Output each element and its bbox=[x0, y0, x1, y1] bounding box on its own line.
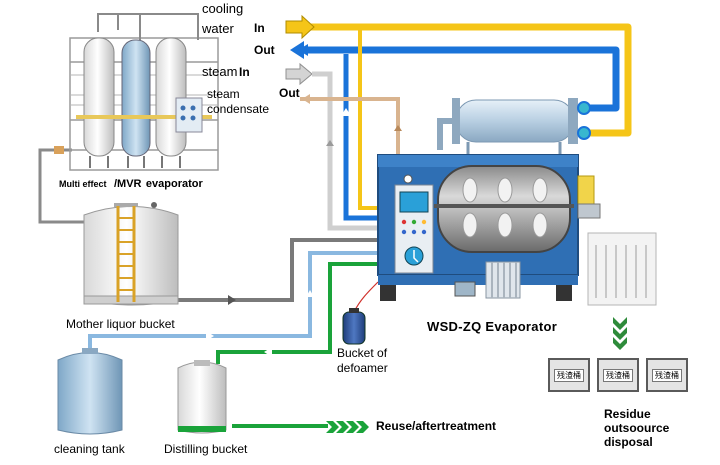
label-reuse: Reuse/aftertreatment bbox=[376, 419, 497, 433]
residue-bin: 残渣桶 bbox=[646, 358, 688, 392]
label-steam-in: In bbox=[239, 65, 250, 79]
wsd-zq-evaporator bbox=[377, 154, 601, 301]
label-evaporator: evaporator bbox=[145, 178, 203, 190]
cooling-out-pipe bbox=[290, 41, 620, 221]
residue-discharge-unit bbox=[587, 232, 657, 306]
mother-liquor-bucket bbox=[83, 202, 179, 306]
label-multi-effect: Multi effect bbox=[59, 179, 107, 189]
reuse-arrow bbox=[232, 421, 369, 433]
steam-in-pipe bbox=[285, 62, 378, 231]
label-cooling-in: In bbox=[254, 21, 265, 35]
label-cleaning-tank: cleaning tank bbox=[54, 442, 125, 456]
residue-bin: 残渣桶 bbox=[548, 358, 590, 392]
distilling-pipe bbox=[216, 262, 378, 364]
label-steam: steam bbox=[202, 64, 238, 79]
label-water: water bbox=[202, 21, 234, 36]
cooling-in-pipe bbox=[285, 14, 632, 137]
cleaning-pipe bbox=[88, 251, 378, 352]
label-distilling-bucket: Distilling bucket bbox=[164, 442, 248, 456]
residue-bin: 残渣桶 bbox=[597, 358, 639, 392]
label-residue-2: outsoource bbox=[604, 421, 670, 435]
label-steam-condensate-1: steam bbox=[207, 87, 240, 101]
label-steam-out: Out bbox=[279, 86, 300, 100]
residue-bin-label: 残渣桶 bbox=[652, 368, 682, 382]
label-defoamer-1: Bucket of bbox=[337, 346, 388, 360]
residue-down-arrow bbox=[613, 317, 627, 350]
mvr-evaporator-unit bbox=[54, 13, 219, 171]
label-mvr-evaporator: Multi effect /MVR evaporator bbox=[59, 174, 203, 192]
defoamer-bucket bbox=[342, 308, 366, 345]
mother-to-evaporator-pipe bbox=[178, 238, 378, 305]
radiator bbox=[485, 261, 521, 299]
label-defoamer-2: defoamer bbox=[337, 361, 388, 375]
steam-out-pipe bbox=[300, 94, 402, 160]
cleaning-tank bbox=[57, 348, 123, 435]
label-cooling-out: Out bbox=[254, 43, 275, 57]
residue-bin-label: 残渣桶 bbox=[554, 368, 584, 382]
label-residue-3: disposal bbox=[604, 435, 653, 449]
label-wsd-zq-evaporator: WSD-ZQ Evaporator bbox=[427, 319, 558, 334]
label-mother-liquor-bucket: Mother liquor bucket bbox=[66, 317, 175, 331]
label-cooling: cooling bbox=[202, 1, 244, 16]
label-steam-condensate-2: condensate bbox=[207, 102, 270, 116]
label-mvr: /MVR bbox=[113, 178, 142, 190]
condenser bbox=[437, 98, 591, 158]
cooling-riser bbox=[358, 30, 378, 210]
label-residue-1: Residue bbox=[604, 407, 651, 421]
residue-bin-label: 残渣桶 bbox=[603, 368, 633, 382]
defoamer-tube bbox=[353, 281, 379, 313]
distilling-bucket bbox=[177, 360, 227, 434]
